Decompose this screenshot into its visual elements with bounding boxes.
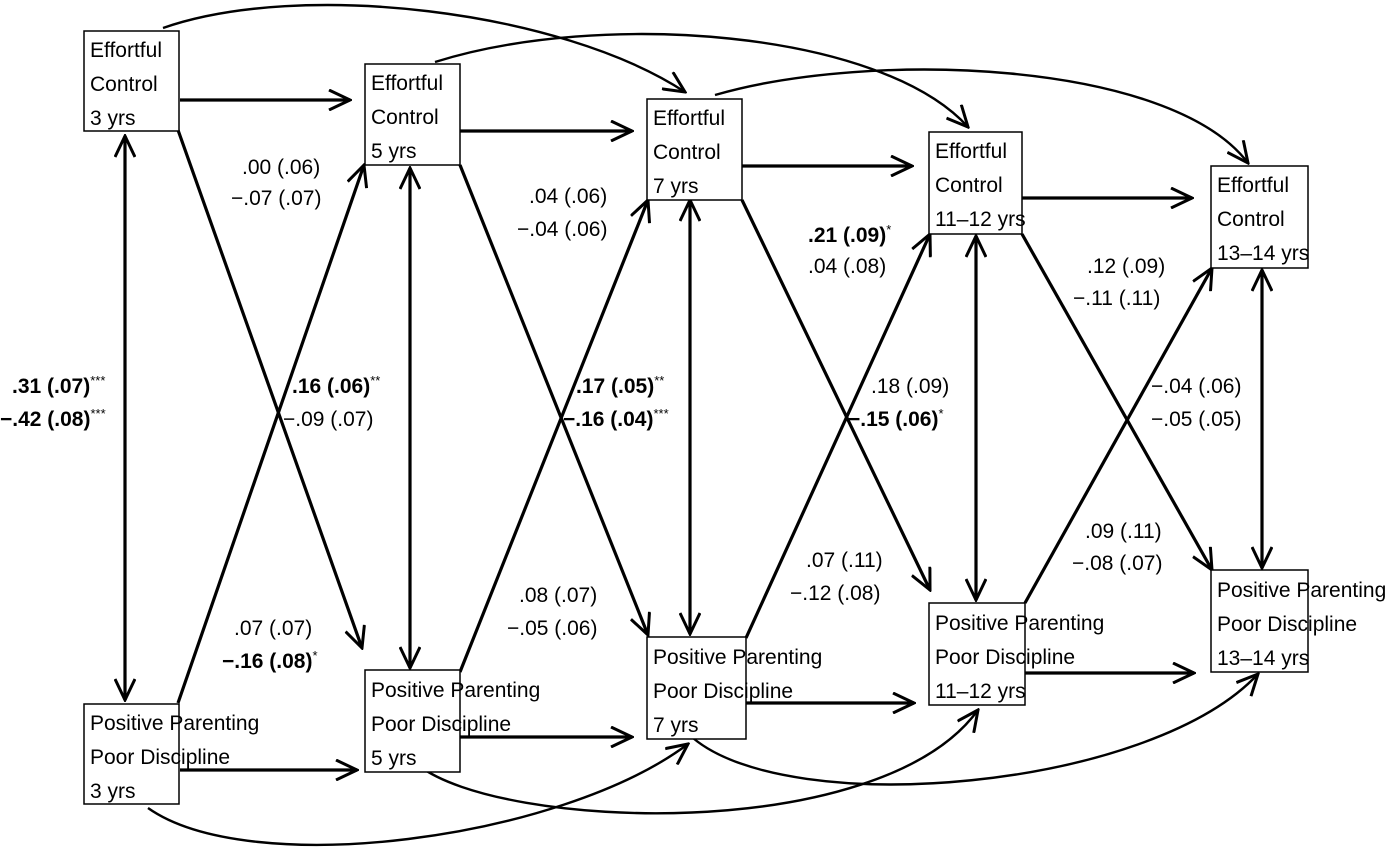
node-ec-13-14yrs: Effortful Control 13–14 yrs bbox=[1210, 165, 1309, 269]
arrow-pp5-ec7 bbox=[458, 200, 648, 673]
node-pp-11-12yrs: Positive Parenting Poor Discipline 11–12… bbox=[928, 602, 1104, 706]
node-label-line: Positive Parenting bbox=[90, 712, 259, 735]
node-label-line: 5 yrs bbox=[371, 140, 417, 163]
coef-corr7-b: −.16 (.04)*** bbox=[563, 406, 669, 431]
curved-paths bbox=[147, 3, 1258, 847]
coef-corr13-a: −.04 (.06) bbox=[1151, 375, 1241, 398]
node-label-line: Control bbox=[1217, 208, 1285, 231]
node-label-line: Positive Parenting bbox=[371, 679, 540, 702]
coef-corr13-b: −.05 (.05) bbox=[1151, 408, 1241, 431]
coef-corr11-b: −.15 (.06)* bbox=[848, 406, 944, 431]
arrow-pp3-ec5 bbox=[176, 165, 364, 704]
node-label-line: 3 yrs bbox=[90, 107, 136, 130]
coef-ec11-pp13-b: −.11 (.11) bbox=[1073, 287, 1160, 310]
node-label-line: Poor Discipline bbox=[90, 746, 230, 769]
node-label-line: Positive Parenting bbox=[935, 612, 1104, 635]
node-pp-5yrs: Positive Parenting Poor Discipline 5 yrs bbox=[364, 669, 540, 773]
node-label-line: 7 yrs bbox=[653, 175, 699, 198]
curve-pp5-pp11 bbox=[417, 710, 978, 815]
coef-corr7-a: .17 (.05)** bbox=[576, 373, 664, 398]
coef-corr5-a: .16 (.06)** bbox=[292, 373, 380, 398]
stability-arrows bbox=[180, 100, 1194, 770]
node-label-line: Positive Parenting bbox=[653, 646, 822, 669]
coef-ec3-pp5-a: .00 (.06) bbox=[242, 156, 320, 179]
node-label-line: Effortful bbox=[653, 107, 725, 130]
coef-pp3-ec5-a: .07 (.07) bbox=[234, 617, 312, 640]
node-ec-3yrs: Effortful Control 3 yrs bbox=[83, 30, 180, 132]
node-label-line: 13–14 yrs bbox=[1217, 242, 1309, 265]
node-ec-7yrs: Effortful Control 7 yrs bbox=[646, 98, 743, 201]
node-label-line: Effortful bbox=[935, 140, 1007, 163]
arrow-pp7-ec11 bbox=[744, 234, 930, 639]
coef-pp11-ec13-a: .09 (.11) bbox=[1085, 520, 1162, 543]
node-label-line: Effortful bbox=[90, 39, 162, 62]
node-ec-11-12yrs: Effortful Control 11–12 yrs bbox=[928, 131, 1026, 235]
coef-pp5-ec7-a: .08 (.07) bbox=[519, 584, 597, 607]
node-label-line: Control bbox=[371, 106, 439, 129]
arrow-ec5-pp7 bbox=[458, 164, 648, 635]
coef-corr11-a: .18 (.09) bbox=[871, 375, 949, 398]
coef-corr3-a: .31 (.07)*** bbox=[12, 373, 105, 398]
coef-pp7-ec11-a: .07 (.11) bbox=[806, 549, 883, 572]
node-label-line: Control bbox=[653, 141, 721, 164]
coef-ec3-pp5-b: −.07 (.07) bbox=[231, 187, 321, 210]
node-pp-13-14yrs: Positive Parenting Poor Discipline 13–14… bbox=[1210, 569, 1386, 673]
arrow-ec7-pp11 bbox=[740, 199, 930, 590]
node-label-line: 7 yrs bbox=[653, 714, 699, 737]
coef-ec7-pp11-a: .21 (.09)* bbox=[808, 222, 891, 247]
coefficient-labels: .31 (.07)*** −.42 (.08)*** .00 (.06) −.0… bbox=[0, 156, 1241, 673]
node-label-line: Effortful bbox=[1217, 174, 1289, 197]
coef-ec5-pp7-a: .04 (.06) bbox=[529, 185, 607, 208]
node-pp-3yrs: Positive Parenting Poor Discipline 3 yrs bbox=[83, 703, 259, 805]
node-label-line: Positive Parenting bbox=[1217, 579, 1386, 602]
node-ec-5yrs: Effortful Control 5 yrs bbox=[364, 63, 461, 166]
arrow-ec3-pp5 bbox=[176, 129, 362, 648]
node-label-line: 13–14 yrs bbox=[1217, 647, 1309, 670]
node-label-line: 5 yrs bbox=[371, 747, 417, 770]
coef-pp3-ec5-b: −.16 (.08)* bbox=[222, 648, 318, 673]
cross-lagged-arrows bbox=[176, 129, 1212, 704]
node-label-line: Control bbox=[90, 73, 158, 96]
coef-pp11-ec13-b: −.08 (.07) bbox=[1072, 552, 1162, 575]
coef-ec7-pp11-b: .04 (.08) bbox=[808, 255, 886, 278]
curve-ec7-ec13 bbox=[714, 68, 1248, 163]
node-label-line: Poor Discipline bbox=[935, 646, 1075, 669]
coef-ec11-pp13-a: .12 (.09) bbox=[1087, 255, 1165, 278]
curve-pp3-pp7 bbox=[147, 744, 688, 847]
node-label-line: Control bbox=[935, 174, 1003, 197]
curve-pp7-pp13 bbox=[692, 674, 1258, 786]
node-label-line: 11–12 yrs bbox=[935, 680, 1026, 703]
coef-pp5-ec7-b: −.05 (.06) bbox=[507, 617, 597, 640]
coef-corr5-b: −.09 (.07) bbox=[283, 408, 373, 431]
curve-ec5-ec11 bbox=[434, 32, 968, 127]
node-label-line: Poor Discipline bbox=[371, 713, 511, 736]
coef-ec5-pp7-b: −.04 (.06) bbox=[517, 218, 607, 241]
node-label-line: Poor Discipline bbox=[653, 680, 793, 703]
coef-pp7-ec11-b: −.12 (.08) bbox=[790, 582, 880, 605]
node-label-line: 3 yrs bbox=[90, 780, 136, 803]
node-pp-7yrs: Positive Parenting Poor Discipline 7 yrs bbox=[646, 636, 822, 740]
node-label-line: Effortful bbox=[371, 72, 443, 95]
node-label-line: Poor Discipline bbox=[1217, 613, 1357, 636]
node-label-line: 11–12 yrs bbox=[935, 208, 1026, 231]
curve-ec3-ec7 bbox=[162, 3, 685, 92]
correlation-arrows bbox=[125, 136, 1262, 700]
arrow-pp11-ec13 bbox=[1023, 268, 1212, 604]
arrow-ec11-pp13 bbox=[1020, 233, 1212, 570]
coef-corr3-b: −.42 (.08)*** bbox=[0, 406, 106, 431]
